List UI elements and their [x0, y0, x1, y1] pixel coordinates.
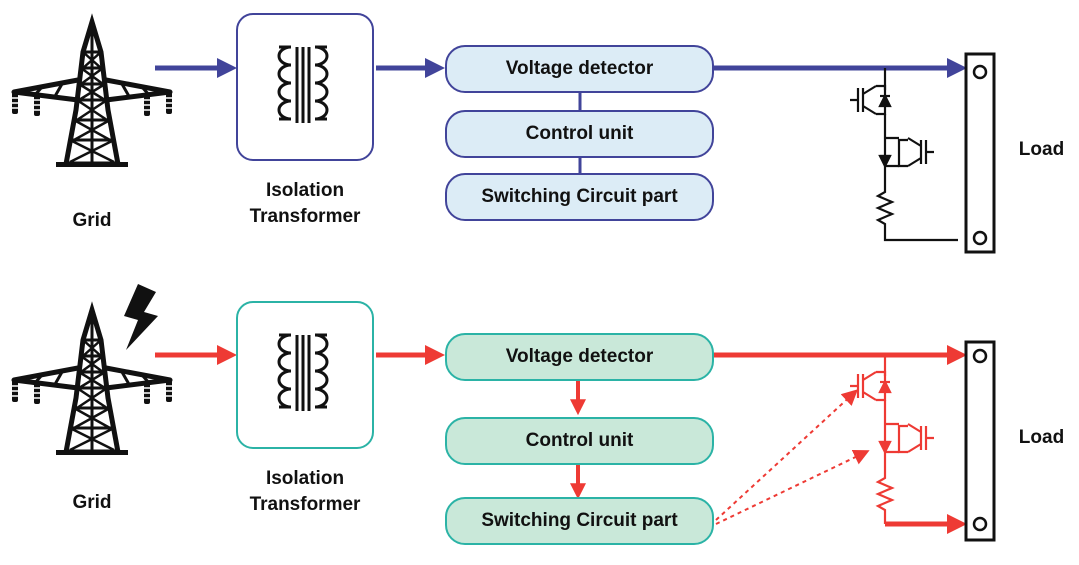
tower-icon	[12, 310, 172, 455]
terminal-dot	[972, 348, 988, 364]
voltage-detector-block: Voltage detector	[445, 45, 714, 93]
tower-icon	[12, 22, 172, 167]
load-terminal	[964, 340, 996, 542]
transformer-label-line1: Isolation	[265, 468, 345, 489]
terminal-dot	[972, 230, 988, 246]
switching-circuit-block: Switching Circuit part	[445, 497, 714, 545]
transformer-label-line2: Transformer	[249, 206, 361, 227]
transformer-label-line2: Transformer	[249, 494, 361, 515]
transformer-box	[236, 13, 374, 161]
bottom-row	[12, 284, 996, 542]
grid-label: Grid	[72, 210, 112, 231]
transformer-label-line1: Isolation	[265, 180, 345, 201]
voltage-detector-block: Voltage detector	[445, 333, 714, 381]
load-terminal	[964, 52, 996, 254]
transformer-box	[236, 301, 374, 449]
lightning-icon	[124, 284, 158, 350]
terminal-dot	[972, 64, 988, 80]
switch-circuit-icon	[848, 68, 958, 242]
control-unit-block: Control unit	[445, 417, 714, 465]
control-unit-block: Control unit	[445, 110, 714, 158]
terminal-dot	[972, 516, 988, 532]
load-label: Load	[1018, 427, 1065, 448]
gate-signal-arrow	[715, 449, 870, 525]
load-label: Load	[1018, 139, 1065, 160]
switch-circuit-icon	[848, 355, 936, 524]
top-row	[12, 13, 996, 254]
gate-signal-arrow	[715, 389, 858, 521]
switching-circuit-block: Switching Circuit part	[445, 173, 714, 221]
grid-label: Grid	[72, 492, 112, 513]
